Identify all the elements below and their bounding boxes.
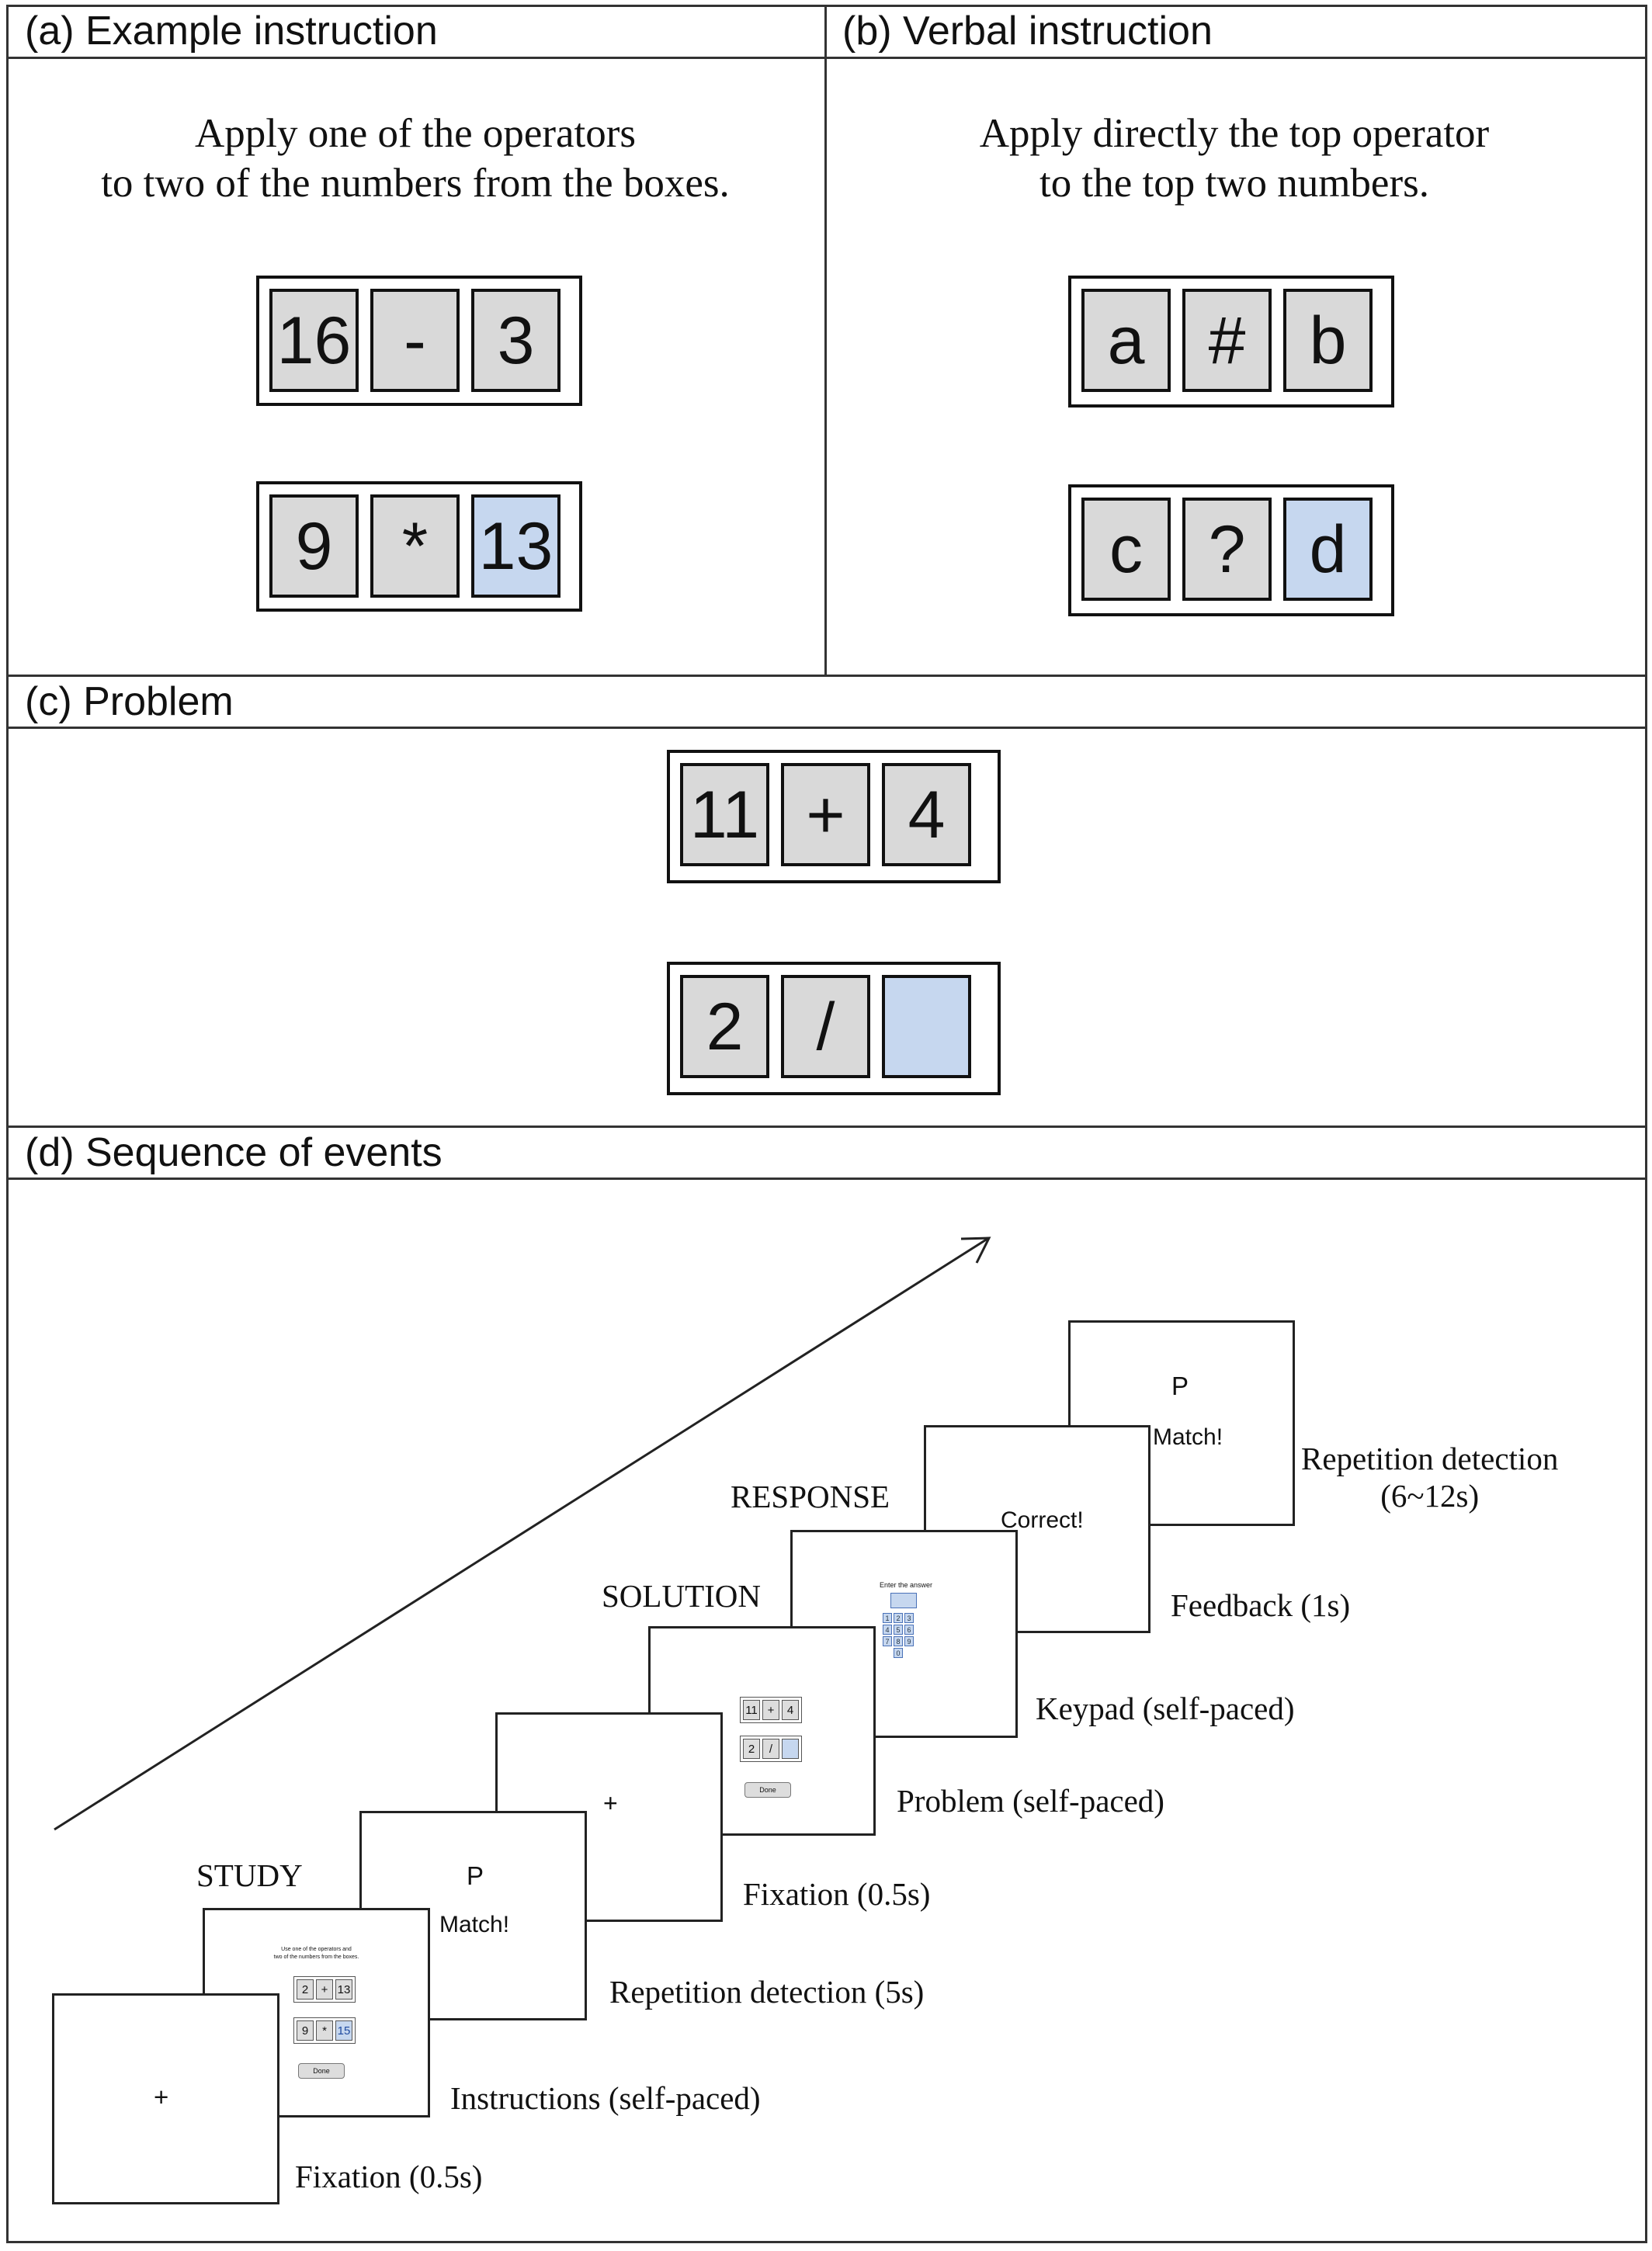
box-cell-highlighted bbox=[882, 975, 971, 1078]
box-cell-highlighted: d bbox=[1283, 498, 1373, 601]
box-cell: / bbox=[781, 975, 870, 1078]
done-button[interactable]: Done bbox=[298, 2063, 345, 2079]
keypad-key: 1 bbox=[883, 1613, 892, 1623]
label-repetition-detection-1: Repetition detection (5s) bbox=[609, 1974, 925, 2010]
keypad-key: 8 bbox=[894, 1636, 903, 1646]
keypad-prompt: Enter the answer bbox=[880, 1581, 933, 1589]
mini-box-row1: 11 + 4 bbox=[740, 1697, 802, 1723]
panel-b-instruction-line2: to the top two numbers. bbox=[1039, 161, 1429, 206]
done-button[interactable]: Done bbox=[744, 1782, 791, 1798]
label-repetition-detection-2: Repetition detection (6~12s) bbox=[1301, 1440, 1558, 1514]
screen-letter: P bbox=[1171, 1372, 1189, 1400]
label-keypad: Keypad (self-paced) bbox=[1036, 1691, 1295, 1726]
mini-cell: + bbox=[316, 1979, 333, 2000]
panel-a-instruction-line1: Apply one of the operators bbox=[194, 111, 637, 156]
panel-c-box-row2: 2 / bbox=[667, 962, 1001, 1095]
label-problem: Problem (self-paced) bbox=[897, 1783, 1164, 1819]
keypad-key: 6 bbox=[904, 1625, 914, 1635]
divider-top-header bbox=[6, 57, 1647, 59]
mini-cell: 9 bbox=[297, 2020, 314, 2041]
screen-match-text: Match! bbox=[439, 1912, 510, 1937]
screen-letter: P bbox=[467, 1861, 484, 1890]
keypad-key: 3 bbox=[904, 1613, 914, 1623]
screen-match-text: Match! bbox=[1153, 1424, 1223, 1450]
phase-label-solution: SOLUTION bbox=[602, 1578, 761, 1614]
panel-b-title: (b) Verbal instruction bbox=[842, 9, 1213, 54]
box-cell: ? bbox=[1182, 498, 1272, 601]
panel-c-title: (c) Problem bbox=[25, 679, 234, 724]
panel-a-title: (a) Example instruction bbox=[25, 9, 438, 54]
panel-c-box-row1: 11 + 4 bbox=[667, 750, 1001, 883]
box-cell: 2 bbox=[680, 975, 769, 1078]
label-feedback: Feedback (1s) bbox=[1171, 1587, 1351, 1623]
panel-a-instruction-line2: to two of the numbers from the boxes. bbox=[101, 161, 730, 206]
label-fixation-2: Fixation (0.5s) bbox=[743, 1876, 931, 1912]
mini-instruction-line1: Use one of the operators and bbox=[281, 1947, 352, 1952]
phase-label-study: STUDY bbox=[196, 1857, 303, 1893]
keypad-key: 7 bbox=[883, 1636, 892, 1646]
divider-d-header bbox=[6, 1178, 1647, 1180]
divider-d-top bbox=[6, 1126, 1647, 1128]
box-cell: 9 bbox=[269, 494, 359, 598]
box-cell-highlighted: 13 bbox=[471, 494, 560, 598]
mini-cell: * bbox=[316, 2020, 333, 2041]
mini-box-row2: 9 * 15 bbox=[293, 2017, 356, 2044]
label-line2: (6~12s) bbox=[1380, 1478, 1480, 1514]
fixation-cross: + bbox=[154, 2083, 169, 2111]
fixation-cross: + bbox=[603, 1789, 618, 1817]
box-cell: 16 bbox=[269, 289, 359, 392]
keypad-answer-field bbox=[890, 1593, 917, 1608]
mini-cell: 2 bbox=[297, 1979, 314, 2000]
divider-c-header bbox=[6, 727, 1647, 729]
keypad-key: 4 bbox=[883, 1625, 892, 1635]
mini-cell: 2 bbox=[743, 1739, 760, 1759]
panel-b-instruction: Apply directly the top operator to the t… bbox=[869, 109, 1599, 208]
box-cell: * bbox=[370, 494, 460, 598]
keypad-key: 0 bbox=[894, 1648, 903, 1658]
mini-cell: 13 bbox=[335, 1979, 352, 2000]
phase-label-response: RESPONSE bbox=[731, 1479, 890, 1514]
mini-cell: / bbox=[762, 1739, 779, 1759]
box-cell: # bbox=[1182, 289, 1272, 392]
mini-cell-highlighted: 15 bbox=[335, 2020, 352, 2041]
keypad-key: 9 bbox=[904, 1636, 914, 1646]
label-line1: Repetition detection bbox=[1301, 1441, 1559, 1476]
box-cell: a bbox=[1081, 289, 1171, 392]
panel-b-box-row1: a # b bbox=[1068, 276, 1394, 408]
mini-box-row1: 2 + 13 bbox=[293, 1976, 356, 2003]
mini-cell: 11 bbox=[743, 1700, 760, 1720]
divider-c-top bbox=[6, 675, 1647, 677]
label-fixation-1: Fixation (0.5s) bbox=[295, 2159, 483, 2194]
box-cell: 3 bbox=[471, 289, 560, 392]
box-cell: - bbox=[370, 289, 460, 392]
divider-ab-vertical bbox=[824, 5, 827, 676]
label-instructions: Instructions (self-paced) bbox=[450, 2080, 761, 2116]
mini-cell: 4 bbox=[782, 1700, 799, 1720]
panel-a-box-row1: 16 - 3 bbox=[256, 276, 582, 406]
mini-cell: + bbox=[762, 1700, 779, 1720]
panel-d-title: (d) Sequence of events bbox=[25, 1130, 442, 1175]
panel-b-box-row2: c ? d bbox=[1068, 484, 1394, 616]
box-cell: 4 bbox=[882, 763, 971, 866]
mini-cell-highlighted bbox=[782, 1739, 799, 1759]
box-cell: b bbox=[1283, 289, 1373, 392]
box-cell: 11 bbox=[680, 763, 769, 866]
keypad-key: 5 bbox=[894, 1625, 903, 1635]
panel-a-instruction: Apply one of the operators to two of the… bbox=[47, 109, 784, 208]
box-cell: + bbox=[781, 763, 870, 866]
screen-feedback-text: Correct! bbox=[1001, 1507, 1084, 1533]
outer-frame bbox=[6, 5, 1647, 2243]
panel-a-box-row2: 9 * 13 bbox=[256, 481, 582, 612]
panel-b-instruction-line1: Apply directly the top operator bbox=[979, 111, 1490, 156]
mini-instruction-line2: two of the numbers from the boxes. bbox=[273, 1954, 359, 1960]
mini-box-row2: 2 / bbox=[740, 1736, 802, 1762]
screen-fixation-1: + bbox=[52, 1993, 279, 2204]
keypad-key: 2 bbox=[894, 1613, 903, 1623]
box-cell: c bbox=[1081, 498, 1171, 601]
